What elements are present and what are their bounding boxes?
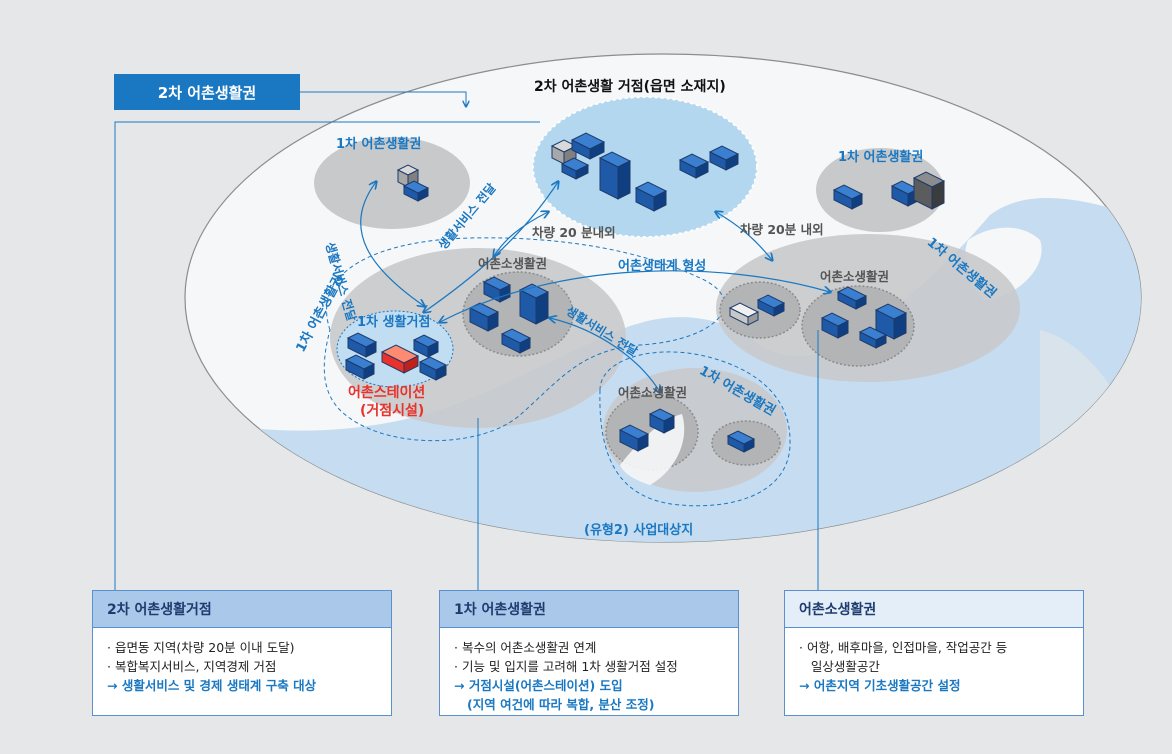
card-primary-zone: 1차 어촌생활권 · 복수의 어촌소생활권 연계 · 기능 및 입지를 고려해 …	[439, 590, 739, 716]
list-item: → 생활서비스 및 경제 생태계 구축 대상	[107, 678, 317, 693]
card-title: 1차 어촌생활권	[440, 591, 738, 628]
card-title: 어촌소생활권	[785, 591, 1083, 628]
card-title: 2차 어촌생활거점	[93, 591, 391, 628]
list-item: · 어항, 배후마을, 인접마을, 작업공간 등	[799, 640, 1008, 655]
list-item: · 복수의 어촌소생활권 연계	[454, 640, 597, 655]
label-drive-right: 차량 20분 내외	[740, 222, 824, 237]
label-primary-tr: 1차 어촌생활권	[838, 150, 924, 165]
label-ecosystem: 어촌생태계 형성	[618, 259, 707, 274]
list-item: → 거점시설(어촌스테이션) 도입	[454, 678, 623, 693]
list-item: (지역 여건에 따라 복합, 분산 조정)	[454, 697, 655, 712]
label-station-sub: (거점시설)	[360, 403, 425, 419]
card-list: · 복수의 어촌소생활권 연계 · 기능 및 입지를 고려해 1차 생활거점 설…	[440, 628, 738, 714]
label-hub1: 1차 생활거점	[357, 315, 431, 330]
list-item: → 어촌지역 기초생활공간 설정	[799, 678, 961, 693]
connectors	[114, 91, 819, 590]
label-small-center: 어촌소생활권	[478, 256, 548, 271]
hub-title: 2차 어촌생활 거점(읍면 소재지)	[534, 79, 726, 95]
list-item: · 읍면동 지역(차량 20분 이내 도달)	[107, 640, 295, 655]
label-small-bottom: 어촌소생활권	[618, 385, 688, 400]
card-list: · 어항, 배후마을, 인접마을, 작업공간 등 일상생활공간 → 어촌지역 기…	[785, 628, 1083, 695]
card-small-zone: 어촌소생활권 · 어항, 배후마을, 인접마을, 작업공간 등 일상생활공간 →…	[784, 590, 1084, 716]
label-small-right: 어촌소생활권	[820, 269, 890, 284]
tag-secondary-zone: 2차 어촌생활권	[114, 74, 300, 110]
hub-area	[532, 96, 758, 238]
card-secondary-hub: 2차 어촌생활거점 · 읍면동 지역(차량 20분 이내 도달) · 복합복지서…	[92, 590, 392, 716]
list-item: · 복합복지서비스, 지역경제 거점	[107, 659, 277, 674]
label-drive-left: 차량 20 분내외	[532, 225, 616, 240]
buildings-hub	[550, 132, 740, 212]
zone-top-right	[816, 148, 944, 232]
label-primary-tl: 1차 어촌생활권	[336, 137, 422, 152]
list-item: · 기능 및 입지를 고려해 1차 생활거점 설정	[454, 659, 678, 674]
primary-boundary-bottom	[599, 351, 791, 507]
list-item: 일상생활공간	[799, 659, 880, 674]
primary-boundary-left	[323, 237, 725, 442]
buildings-hub1	[344, 332, 448, 381]
buildings-bottom	[618, 408, 756, 453]
card-list: · 읍면동 지역(차량 20분 이내 도달) · 복합복지서비스, 지역경제 거…	[93, 628, 391, 695]
label-station: 어촌스테이션	[348, 385, 426, 401]
arrows	[360, 182, 830, 392]
label-target-site: (유형2) 사업대상지	[584, 523, 694, 538]
buildings-top-right	[832, 171, 946, 210]
